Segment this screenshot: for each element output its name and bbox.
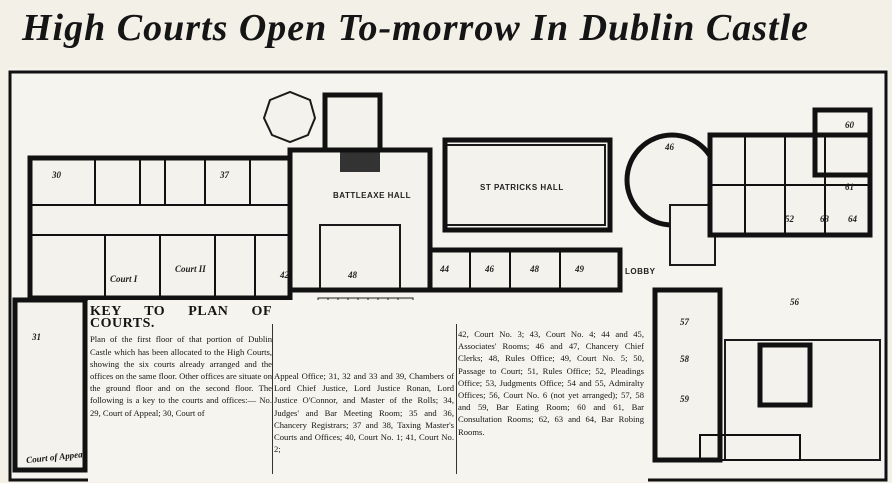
key-text-1: Plan of the first floor of that portion … <box>90 334 272 418</box>
room-58: 58 <box>680 354 690 364</box>
room-45: 46 <box>484 264 495 274</box>
room-49b: 49 <box>574 264 585 274</box>
room-59: 59 <box>680 394 690 404</box>
room-57: 57 <box>680 317 690 327</box>
key-title: KEY TO PLAN OF COURTS. <box>90 304 272 332</box>
headline: High Courts Open To-morrow In Dublin Cas… <box>22 7 810 49</box>
room-31: 31 <box>31 332 41 342</box>
room-30: 30 <box>51 170 62 180</box>
key-to-plan: KEY TO PLAN OF COURTS. Plan of the first… <box>88 300 648 482</box>
room-49: 48 <box>529 264 540 274</box>
court-2-label: Court II <box>175 264 206 274</box>
room-44: 44 <box>439 264 450 274</box>
key-text-2: Appeal Office; 31, 32 and 33 and 39, Cha… <box>274 371 454 455</box>
key-text-3: 42, Court No. 3; 43, Court No. 4; 44 and… <box>458 329 644 437</box>
room-61: 61 <box>845 182 854 192</box>
room-63: 63 <box>820 214 830 224</box>
room-52: 52 <box>785 214 795 224</box>
court-1-label: Court I <box>110 274 138 284</box>
lobby-label: LOBBY <box>625 267 656 276</box>
room-48: 48 <box>347 270 358 280</box>
room-42: 42 <box>279 270 290 280</box>
room-56: 56 <box>790 297 800 307</box>
room-37: 37 <box>219 170 230 180</box>
key-column-3: 42, Court No. 3; 43, Court No. 4; 44 and… <box>458 328 644 438</box>
room-60: 60 <box>845 120 855 130</box>
column-divider <box>456 324 457 474</box>
st-patricks-hall-label: ST PATRICKS HALL <box>480 183 564 192</box>
key-column-1: KEY TO PLAN OF COURTS. Plan of the first… <box>90 304 272 419</box>
room-46: 46 <box>664 142 675 152</box>
room-64: 64 <box>848 214 858 224</box>
battleaxe-hall-label: BATTLEAXE HALL <box>333 191 411 200</box>
column-divider <box>272 324 273 474</box>
key-column-2: Appeal Office; 31, 32 and 33 and 39, Cha… <box>274 370 454 455</box>
